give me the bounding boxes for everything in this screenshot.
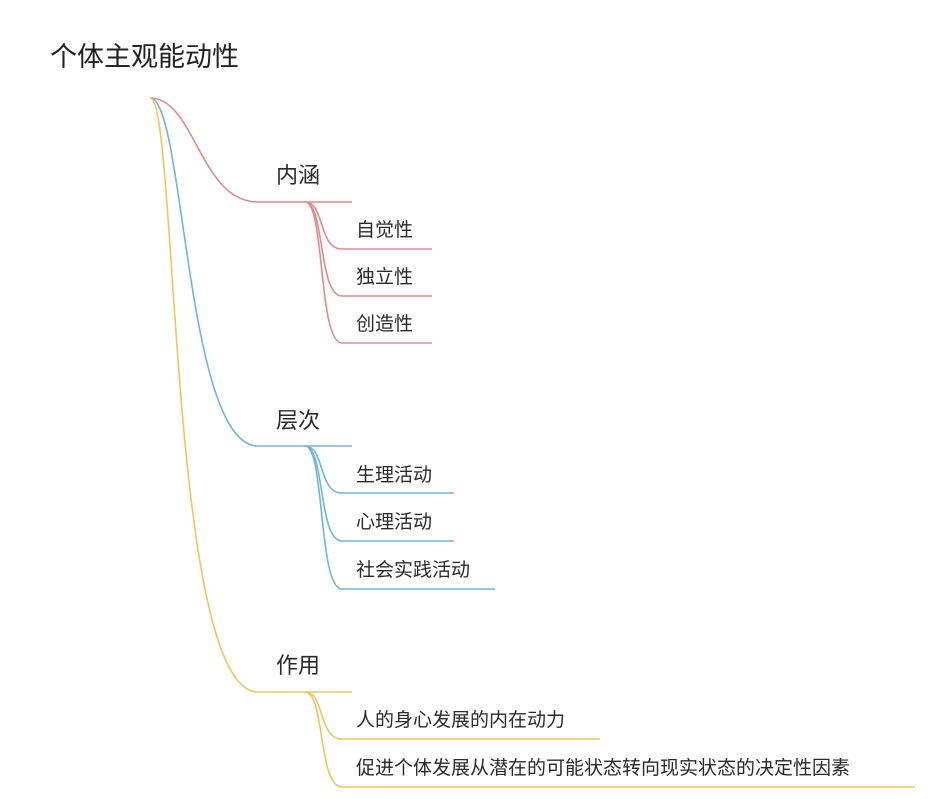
branch-2-leaf-3-curve	[304, 445, 495, 590]
branch-2-leaf-1-curve	[304, 445, 454, 494]
branch-topic-zuoyong[interactable]: 作用	[276, 654, 321, 679]
branch-topic-cengci[interactable]: 层次	[276, 409, 321, 434]
subtopic-neizai-dongli[interactable]: 人的身心发展的内在动力	[356, 709, 566, 731]
branch-3-leaf-2-curve	[304, 691, 915, 788]
subtopic-shengli-huodong[interactable]: 生理活动	[356, 464, 433, 486]
branch-1-leaf-1-curve	[304, 201, 432, 250]
subtopic-chuangzaoxing[interactable]: 创造性	[356, 313, 414, 335]
root-to-branch-1-curve	[149, 97, 352, 203]
branch-connector-3	[149, 97, 915, 788]
subtopic-zijuexing[interactable]: 自觉性	[356, 219, 414, 241]
root-topic[interactable]: 个体主观能动性	[50, 42, 239, 73]
branch-connector-1	[149, 97, 432, 344]
branch-1-leaf-3-curve	[304, 201, 432, 344]
subtopic-dulixing[interactable]: 独立性	[356, 266, 414, 288]
subtopic-xinli-huodong[interactable]: 心理活动	[356, 511, 433, 533]
root-to-branch-3-curve	[149, 97, 352, 693]
subtopic-shehui-shijian-huodong[interactable]: 社会实践活动	[356, 559, 471, 581]
root-to-branch-2-curve	[149, 97, 352, 447]
branch-topic-neihan[interactable]: 内涵	[276, 164, 321, 189]
subtopic-jueding-yinsu[interactable]: 促进个体发展从潜在的可能状态转向现实状态的决定性因素	[356, 757, 851, 779]
branch-connector-2	[149, 97, 495, 590]
branch-3-leaf-1-curve	[304, 691, 600, 740]
